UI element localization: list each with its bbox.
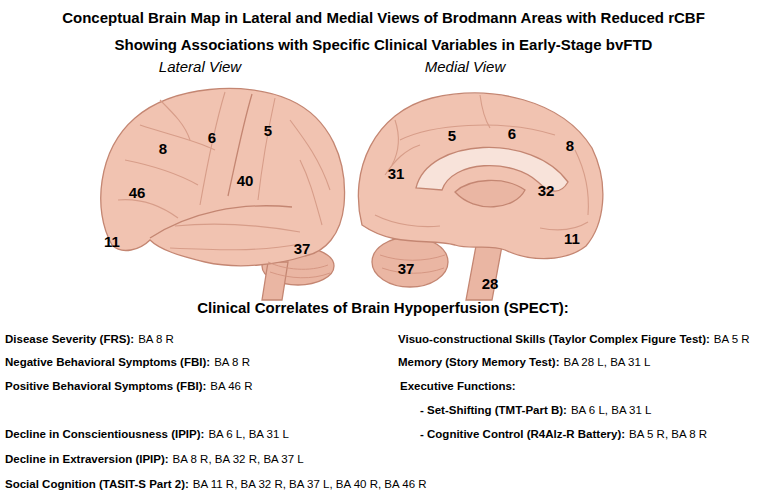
- brodmann-areas: BA 5 R, BA 8 R: [629, 428, 707, 440]
- cerebellum: [372, 237, 448, 287]
- correlate-row: - Cognitive Control (R4Alz-R Battery): BA…: [420, 428, 707, 440]
- area-number: 31: [388, 165, 405, 182]
- area-number: 11: [104, 233, 120, 250]
- clinical-variable: Positive Behavioral Symptoms (FBI):: [5, 380, 206, 392]
- correlate-row: Positive Behavioral Symptoms (FBI): BA 46…: [5, 380, 253, 392]
- view-label: Lateral View: [159, 58, 241, 75]
- brodmann-areas: BA 8 R: [138, 333, 174, 345]
- area-number: 8: [159, 140, 167, 157]
- section-heading: Clinical Correlates of Brain Hypoperfusi…: [197, 299, 569, 316]
- clinical-variable: Memory (Story Memory Test):: [398, 356, 559, 368]
- clinical-variable: Executive Functions:: [400, 380, 516, 392]
- clinical-variable: - Set-Shifting (TMT-Part B):: [420, 404, 567, 416]
- clinical-variable: Disease Severity (FRS):: [5, 333, 134, 345]
- clinical-variable: Social Cognition (TASIT-S Part 2):: [5, 478, 189, 490]
- brodmann-areas: BA 8 R: [214, 356, 250, 368]
- area-number: 6: [208, 129, 216, 146]
- clinical-variable: Decline in Conscientiousness (IPIP):: [5, 428, 204, 440]
- brodmann-areas: BA 11 R, BA 32 R, BA 37 L, BA 40 R, BA 4…: [193, 478, 427, 490]
- area-number: 8: [566, 137, 574, 154]
- brodmann-areas: BA 8 R, BA 32 R, BA 37 L: [173, 453, 304, 465]
- clinical-variable: Visuo-constructional Skills (Taylor Comp…: [398, 333, 710, 345]
- area-number: 32: [538, 182, 555, 199]
- view-label: Medial View: [425, 58, 506, 75]
- correlate-row: Visuo-constructional Skills (Taylor Comp…: [398, 333, 750, 345]
- brodmann-areas: BA 5 R: [714, 333, 750, 345]
- brodmann-areas: BA 28 L, BA 31 L: [563, 356, 650, 368]
- gyri-lines: [118, 92, 330, 250]
- clinical-variable: Negative Behavioral Symptoms (FBI):: [5, 356, 210, 368]
- clinical-variable: - Cognitive Control (R4Alz-R Battery):: [420, 428, 625, 440]
- area-number: 37: [294, 240, 311, 257]
- area-number: 11: [564, 230, 580, 247]
- correlate-row: Executive Functions:: [400, 380, 516, 392]
- brodmann-areas: BA 46 R: [210, 380, 252, 392]
- correlate-row: - Set-Shifting (TMT-Part B): BA 6 L, BA 3…: [420, 404, 652, 416]
- cerebrum-medial: [358, 93, 603, 258]
- correlate-row: Memory (Story Memory Test): BA 28 L, BA 3…: [398, 356, 650, 368]
- correlate-row: Disease Severity (FRS): BA 8 R: [5, 333, 174, 345]
- area-number: 46: [129, 184, 146, 201]
- correlate-row: Social Cognition (TASIT-S Part 2): BA 11 …: [5, 478, 427, 490]
- correlate-row: Negative Behavioral Symptoms (FBI): BA 8 …: [5, 356, 250, 368]
- brodmann-areas: BA 6 L, BA 31 L: [208, 428, 289, 440]
- area-number: 6: [508, 125, 516, 142]
- area-number: 5: [448, 127, 456, 144]
- gyri-lines: [375, 95, 588, 230]
- sylvian-fissure: [150, 206, 292, 238]
- area-number: 37: [398, 260, 415, 277]
- correlate-row: Decline in Conscientiousness (IPIP): BA 6…: [5, 428, 289, 440]
- area-number: 5: [264, 122, 272, 139]
- brodmann-areas: BA 6 L, BA 31 L: [571, 404, 652, 416]
- clinical-variable: Decline in Extraversion (IPIP):: [5, 453, 169, 465]
- correlate-row: Decline in Extraversion (IPIP): BA 8 R, B…: [5, 453, 304, 465]
- figure-title: Conceptual Brain Map in Lateral and Medi…: [30, 4, 737, 58]
- area-number: 40: [237, 172, 254, 189]
- cerebrum-lateral: [101, 88, 345, 265]
- area-number: 28: [482, 275, 499, 292]
- thalamus: [455, 180, 525, 206]
